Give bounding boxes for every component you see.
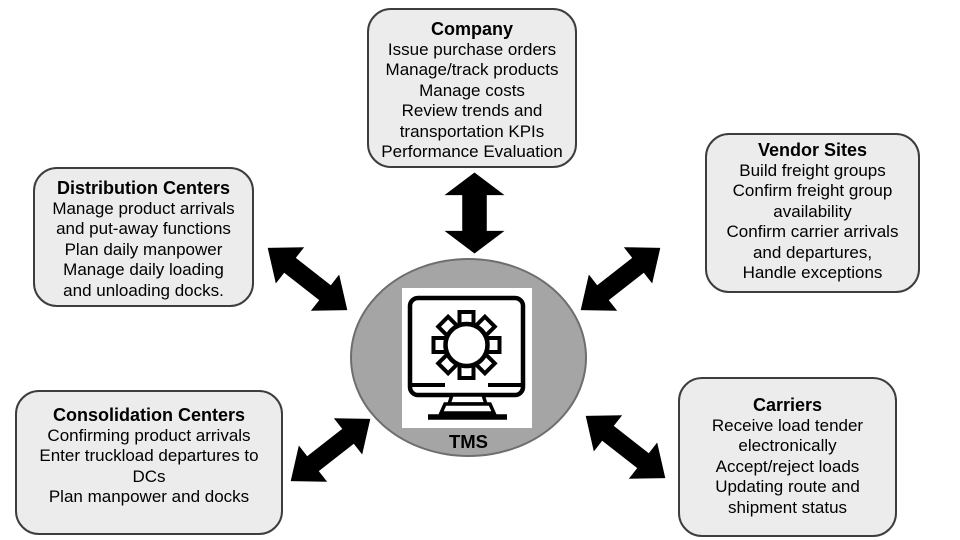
body-line: Handle exceptions [742,263,883,282]
double-arrow-icon [290,418,371,482]
body-line: Build freight groups [739,160,886,180]
node-title: Company [430,19,513,39]
double-arrow-icon [267,247,348,311]
body-line: Manage costs [419,80,525,100]
body-line: Confirming product arrivals [47,425,251,445]
body-line: Updating route and [715,477,860,496]
body-line: shipment status [727,497,848,517]
node-consolidation-centers: Consolidation Centers Confirming product… [15,390,283,535]
body-line: electronically [738,436,837,455]
double-arrow-icon [580,247,661,311]
node-title: Vendor Sites [757,140,868,160]
node-title: Carriers [752,395,823,415]
body-line: Review trends and [401,101,543,120]
double-arrow-icon [444,172,505,254]
body-line: Manage product arrivals [52,198,235,218]
hub-label: TMS [448,431,489,452]
arrow-tms-distribution-centers [254,230,362,328]
arrow-tms-vendor-sites [567,230,675,328]
double-arrow-icon [585,415,666,479]
body-line: Accept/reject loads [715,456,860,476]
node-title: Consolidation Centers [52,405,245,425]
arrow-tms-company [444,172,505,254]
body-line: availability [773,201,852,221]
node-distribution-centers: Distribution Centers Manage product arri… [33,167,254,307]
body-line: DCs [132,466,166,486]
body-line: Issue purchase orders [387,39,557,59]
body-line: and put-away functions [56,219,231,238]
body-line: Performance Evaluation [381,142,563,161]
arrow-tms-consolidation-centers [277,401,385,499]
node-title: Distribution Centers [56,178,230,198]
body-line: and departures, [752,242,873,262]
body-line: Manage daily loading [63,260,224,279]
body-line: Plan manpower and docks [48,487,250,506]
body-line: Confirm freight group [732,181,893,200]
arrow-tms-carriers [572,398,680,496]
body-line: transportation KPIs [399,121,545,141]
monitor-gear-icon-svg [407,295,526,420]
body-line: Confirm carrier arrivals [726,222,899,241]
body-line: Manage/track products [385,60,559,79]
body-line: Receive load tender [711,415,864,435]
body-line: Enter truckload departures to [39,446,259,465]
monitor-gear-icon [402,288,532,428]
body-line: Plan daily manpower [64,239,223,259]
body-line: and unloading docks. [63,280,224,300]
